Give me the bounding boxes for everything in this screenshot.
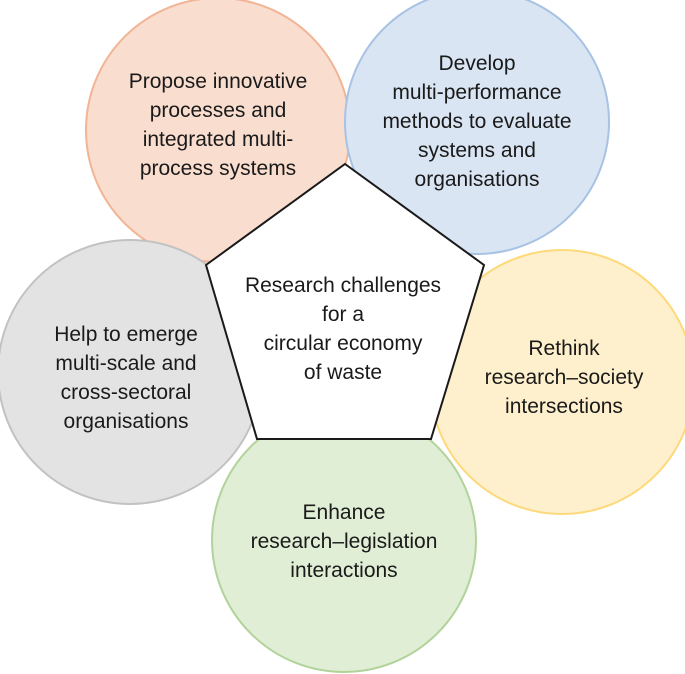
petal-label-top-right: Develop multi-performance methods to eva… xyxy=(382,51,572,191)
petal-label-right: Rethink research–society intersections xyxy=(484,336,644,418)
petal-circle-top-right xyxy=(344,0,610,255)
center-label: Research challenges for a circular econo… xyxy=(244,274,442,384)
petal-label-top-left: Propose innovative processes and integra… xyxy=(128,70,308,180)
petal-label-left: Help to emerge multi-scale and cross-sec… xyxy=(54,323,198,433)
petal-label-bottom: Enhance research–legislation interaction… xyxy=(250,500,438,582)
center-pentagon xyxy=(204,162,486,440)
